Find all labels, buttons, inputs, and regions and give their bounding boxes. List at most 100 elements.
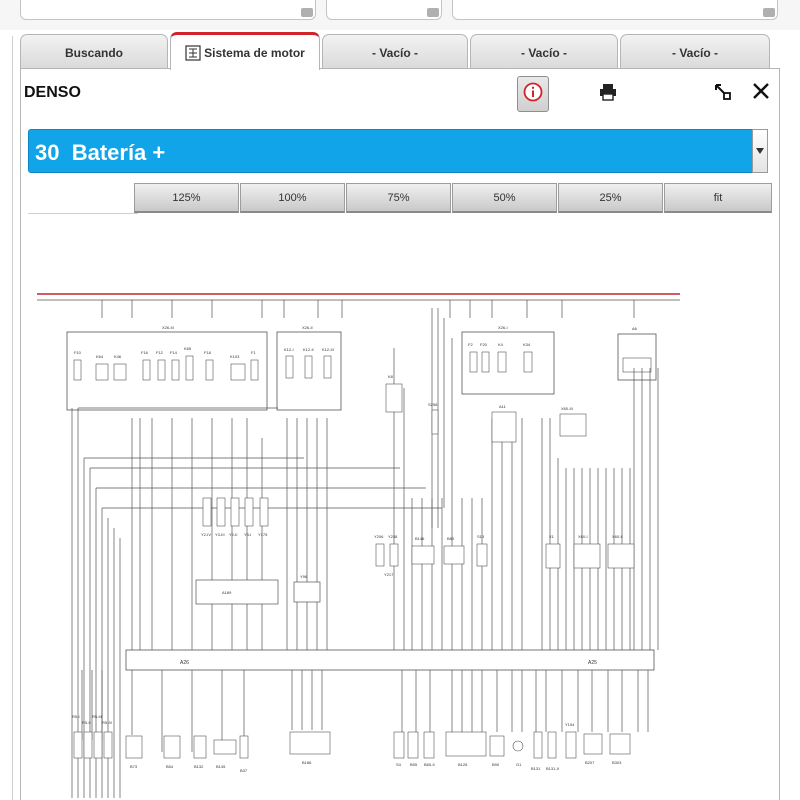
- top-field-3[interactable]: [452, 0, 778, 20]
- info-icon: [523, 82, 543, 107]
- zoom-25-button[interactable]: 25%: [558, 183, 663, 213]
- fuse-label: F14: [170, 350, 178, 355]
- zoom-50-button[interactable]: 50%: [452, 183, 557, 213]
- injector-label: Y3-III: [215, 532, 225, 537]
- ecu-label: A25: [588, 660, 597, 666]
- sensor-label: B186: [302, 760, 312, 765]
- sensor-label: B37: [240, 768, 248, 773]
- relay-label: X60-III: [561, 406, 573, 411]
- fuse-label: K64: [96, 354, 104, 359]
- zoom-75-button[interactable]: 75%: [346, 183, 451, 213]
- relay-labels: K8 S258 A11 X60-III: [388, 374, 573, 411]
- sensor-label: B55: [410, 762, 418, 767]
- sensor-label: G1: [516, 762, 522, 767]
- fuse-box-label: X26-II: [302, 325, 313, 330]
- fuse-box-x26-iii: X26-III: [66, 325, 268, 411]
- fuse-box-x26-ii: X26-II: [276, 325, 342, 411]
- left-divider: [12, 36, 13, 800]
- sensor-label: R5-IV: [102, 720, 113, 725]
- zoom-toolbar: 125% 100% 75% 50% 25% fit: [134, 183, 772, 213]
- expand-button[interactable]: [711, 82, 735, 106]
- zoom-125-button[interactable]: 125%: [134, 183, 239, 213]
- ecu-main-bus: A26 A25: [125, 649, 655, 671]
- sensor-labels-bottom: R5-I R5-II R5-III R5-IV B73 B54 B132 B14…: [72, 714, 622, 773]
- ecu-label: Y96: [300, 574, 308, 579]
- scroll-knob[interactable]: [763, 8, 775, 17]
- zoom-100-button[interactable]: 100%: [240, 183, 345, 213]
- tab-sistema-de-motor[interactable]: Sistema de motor: [170, 32, 320, 70]
- connector-label: X1: [549, 534, 555, 539]
- fuse-label: F2: [468, 342, 473, 347]
- relay-label: S258: [428, 402, 438, 407]
- sensor-row-bottom: [73, 731, 631, 759]
- fuse-label: F10: [74, 350, 82, 355]
- sensor-label: R5-I: [72, 714, 80, 719]
- fuse-label: F12: [156, 350, 164, 355]
- injector-labels-left: Y2-IV Y3-III Y2-II Y3-I Y175: [201, 532, 268, 537]
- connector-label: X60-I: [578, 534, 588, 539]
- injector-label: Y238: [388, 534, 398, 539]
- top-field-2[interactable]: [326, 0, 442, 20]
- fuse-label: K34: [523, 342, 531, 347]
- circuit-select-value: 30 Batería +: [35, 140, 166, 165]
- sensor-label: S4: [396, 762, 402, 767]
- fuse-labels-mid: K12-I K12-II K12-III: [284, 347, 334, 352]
- injector-label: S13: [477, 534, 485, 539]
- tab-vacio-1[interactable]: - Vacío -: [322, 34, 468, 70]
- wiring-diagram[interactable]: X26-III X26-II X26-I A6 F10: [22, 218, 778, 800]
- tab-buscando[interactable]: Buscando: [20, 34, 168, 70]
- tab-vacio-3[interactable]: - Vacío -: [620, 34, 770, 70]
- tab-label: Sistema de motor: [204, 45, 305, 60]
- fuse-box-x26-i: X26-I: [461, 325, 555, 395]
- fuse-row-mid: [285, 355, 332, 379]
- injector-label: Y175: [258, 532, 268, 537]
- zoom-fit-button[interactable]: fit: [664, 183, 772, 213]
- injector-label: B80: [447, 536, 455, 541]
- info-button[interactable]: [517, 76, 549, 112]
- fuse-labels-left: F10 K64 K46 F16 F12 F14 K65 F18 K103 F1: [74, 346, 256, 359]
- fuse-labels-right: F2 F20 K4 K34: [468, 342, 531, 347]
- ecu-label: A189: [222, 590, 232, 595]
- sensor-label: R5-II: [82, 720, 91, 725]
- wiring-diagram-svg: X26-III X26-II X26-I A6 F10: [37, 293, 680, 798]
- print-button[interactable]: [596, 82, 620, 106]
- ecu-label: A26: [180, 660, 189, 666]
- fuse-row-left: [73, 355, 259, 381]
- injector-label: Y217: [384, 572, 394, 577]
- injector-label: Y206: [374, 534, 384, 539]
- sensor-label: B65-II: [424, 762, 435, 767]
- circuit-select[interactable]: 30 Batería +: [28, 129, 768, 173]
- top-field-1[interactable]: [20, 0, 316, 20]
- sensor-label: B207: [585, 760, 595, 765]
- relay-label: A11: [499, 404, 507, 409]
- printer-icon: [598, 82, 618, 107]
- injector-label: B146: [415, 536, 425, 541]
- right-connector-group: [545, 543, 635, 569]
- close-button[interactable]: [748, 80, 774, 106]
- sensor-label: R5-III: [92, 714, 102, 719]
- scroll-knob[interactable]: [427, 8, 439, 17]
- right-connector-labels: X1 X60-I X60-II: [549, 534, 623, 539]
- top-toolbar-strip: [0, 0, 800, 30]
- dropdown-arrow-icon[interactable]: [752, 129, 768, 173]
- injector-label: Y2-II: [229, 532, 237, 537]
- fuse-label: K65: [184, 346, 192, 351]
- sensor-label: B73: [130, 764, 138, 769]
- fuse-label: K103: [230, 354, 240, 359]
- injector-row-left: [202, 497, 269, 527]
- scroll-knob[interactable]: [301, 8, 313, 17]
- fuse-label: K46: [114, 354, 122, 359]
- ecu-y96: Y96: [293, 574, 321, 603]
- tab-label: - Vacío -: [371, 45, 418, 60]
- fuse-box-label: X26-III: [162, 325, 174, 330]
- tab-vacio-2[interactable]: - Vacío -: [470, 34, 618, 70]
- fuse-label: K4: [498, 342, 504, 347]
- ecu-a189: A189: [195, 579, 279, 605]
- injector-labels-mid: Y206 Y238 Y217 B146 B80 S13: [374, 534, 485, 577]
- connector-label: X60-II: [612, 534, 623, 539]
- sensor-label: Y154: [565, 722, 575, 727]
- relay-label: K8: [388, 374, 394, 379]
- sensor-label: B131: [531, 766, 541, 771]
- module-label: A6: [632, 326, 638, 331]
